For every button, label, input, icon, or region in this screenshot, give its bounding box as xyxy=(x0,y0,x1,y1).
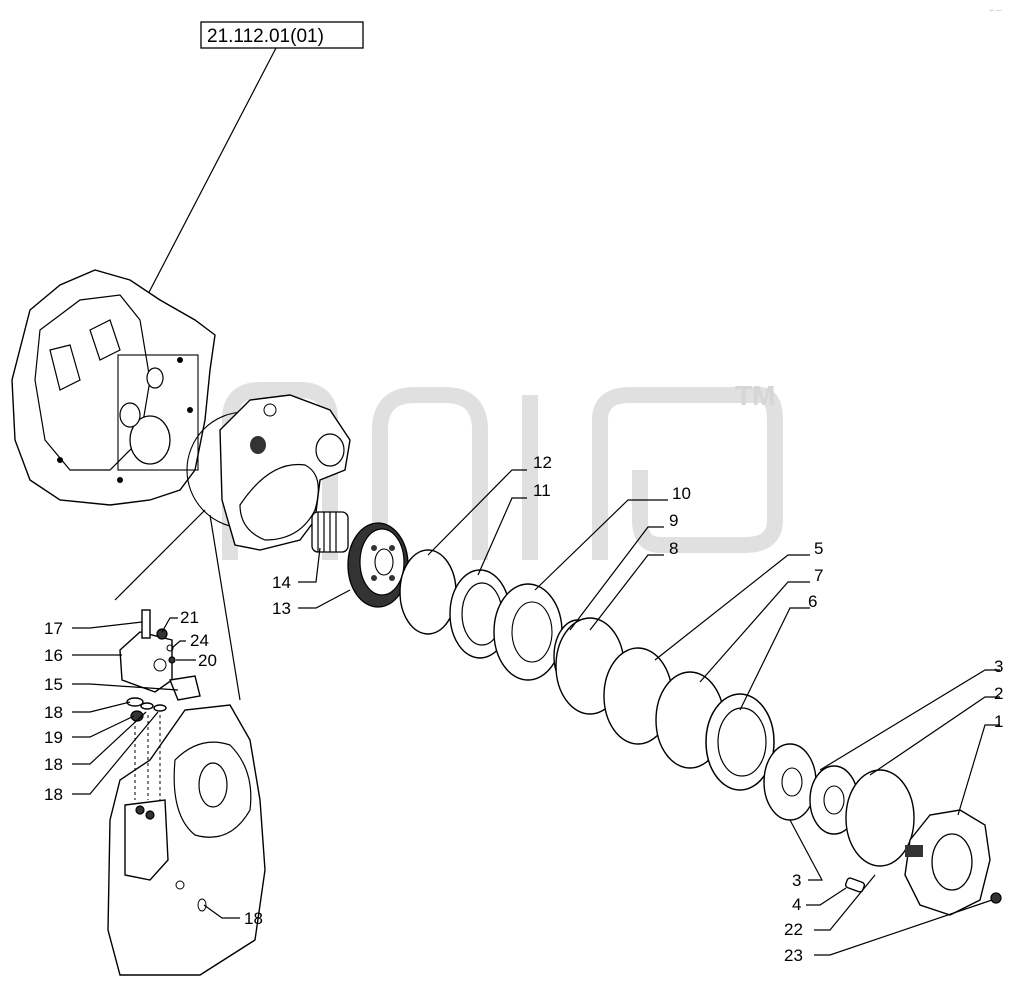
valve-housing xyxy=(219,394,351,551)
callout-14[interactable]: 14 xyxy=(272,573,291,592)
callout-4[interactable]: 4 xyxy=(792,895,801,914)
part-14-splined-shaft xyxy=(311,511,349,553)
callout-22[interactable]: 22 xyxy=(784,920,803,939)
callout-24[interactable]: 24 xyxy=(190,631,209,650)
callout-10[interactable]: 10 xyxy=(672,484,691,503)
part-12-snap-ring xyxy=(399,549,457,635)
callout-9[interactable]: 9 xyxy=(669,511,678,530)
watermark-tm: TM xyxy=(735,380,775,411)
callout-18-b[interactable]: 18 xyxy=(44,755,63,774)
part-1-cover xyxy=(904,809,991,916)
callout-11[interactable]: 11 xyxy=(533,481,551,500)
callout-17[interactable]: 17 xyxy=(44,619,63,638)
part-2-seal xyxy=(845,769,915,867)
reference-leader xyxy=(144,47,277,301)
callout-19[interactable]: 19 xyxy=(44,728,63,747)
callout-16[interactable]: 16 xyxy=(44,646,63,665)
callout-13[interactable]: 13 xyxy=(272,599,291,618)
part-16-valve-block xyxy=(119,609,201,701)
callout-7[interactable]: 7 xyxy=(814,566,823,585)
corner-mark: ⌐ ·─ xyxy=(990,8,1002,14)
detail-leader-left xyxy=(114,509,206,601)
callout-3-top[interactable]: 3 xyxy=(994,657,1003,676)
callout-8[interactable]: 8 xyxy=(669,539,678,558)
callout-21[interactable]: 21 xyxy=(180,608,199,627)
callout-12[interactable]: 12 xyxy=(533,453,552,472)
leader-lines xyxy=(72,469,1000,956)
callout-6[interactable]: 6 xyxy=(808,592,817,611)
callout-15[interactable]: 15 xyxy=(44,675,63,694)
part-4-fitting xyxy=(844,877,866,893)
callout-3-bottom[interactable]: 3 xyxy=(792,871,801,890)
detail-leader-right xyxy=(209,514,241,701)
callout-18-a[interactable]: 18 xyxy=(44,703,63,722)
part-23-plug xyxy=(990,892,1002,904)
callout-18-c[interactable]: 18 xyxy=(44,785,63,804)
callout-1[interactable]: 1 xyxy=(994,712,1003,731)
watermark-logo: TM xyxy=(222,380,783,560)
callout-23[interactable]: 23 xyxy=(784,946,803,965)
transmission-housing xyxy=(11,269,216,506)
part-18-19-orings xyxy=(126,697,167,722)
part-3-washer xyxy=(763,743,817,821)
callout-20[interactable]: 20 xyxy=(198,651,217,670)
callout-2[interactable]: 2 xyxy=(994,684,1003,703)
reference-box[interactable] xyxy=(200,21,364,49)
part-13-rotor xyxy=(347,522,409,608)
callout-18-d[interactable]: 18 xyxy=(244,909,263,928)
part-6-plate xyxy=(705,693,775,791)
detail-housing xyxy=(107,704,266,976)
callout-labels: 12 11 10 9 8 5 7 6 3 2 1 3 4 22 23 14 13… xyxy=(44,453,1003,965)
reference-number[interactable]: 21.112.01(01) xyxy=(207,26,324,47)
part-10-disc xyxy=(493,583,563,681)
callout-5[interactable]: 5 xyxy=(814,539,823,558)
